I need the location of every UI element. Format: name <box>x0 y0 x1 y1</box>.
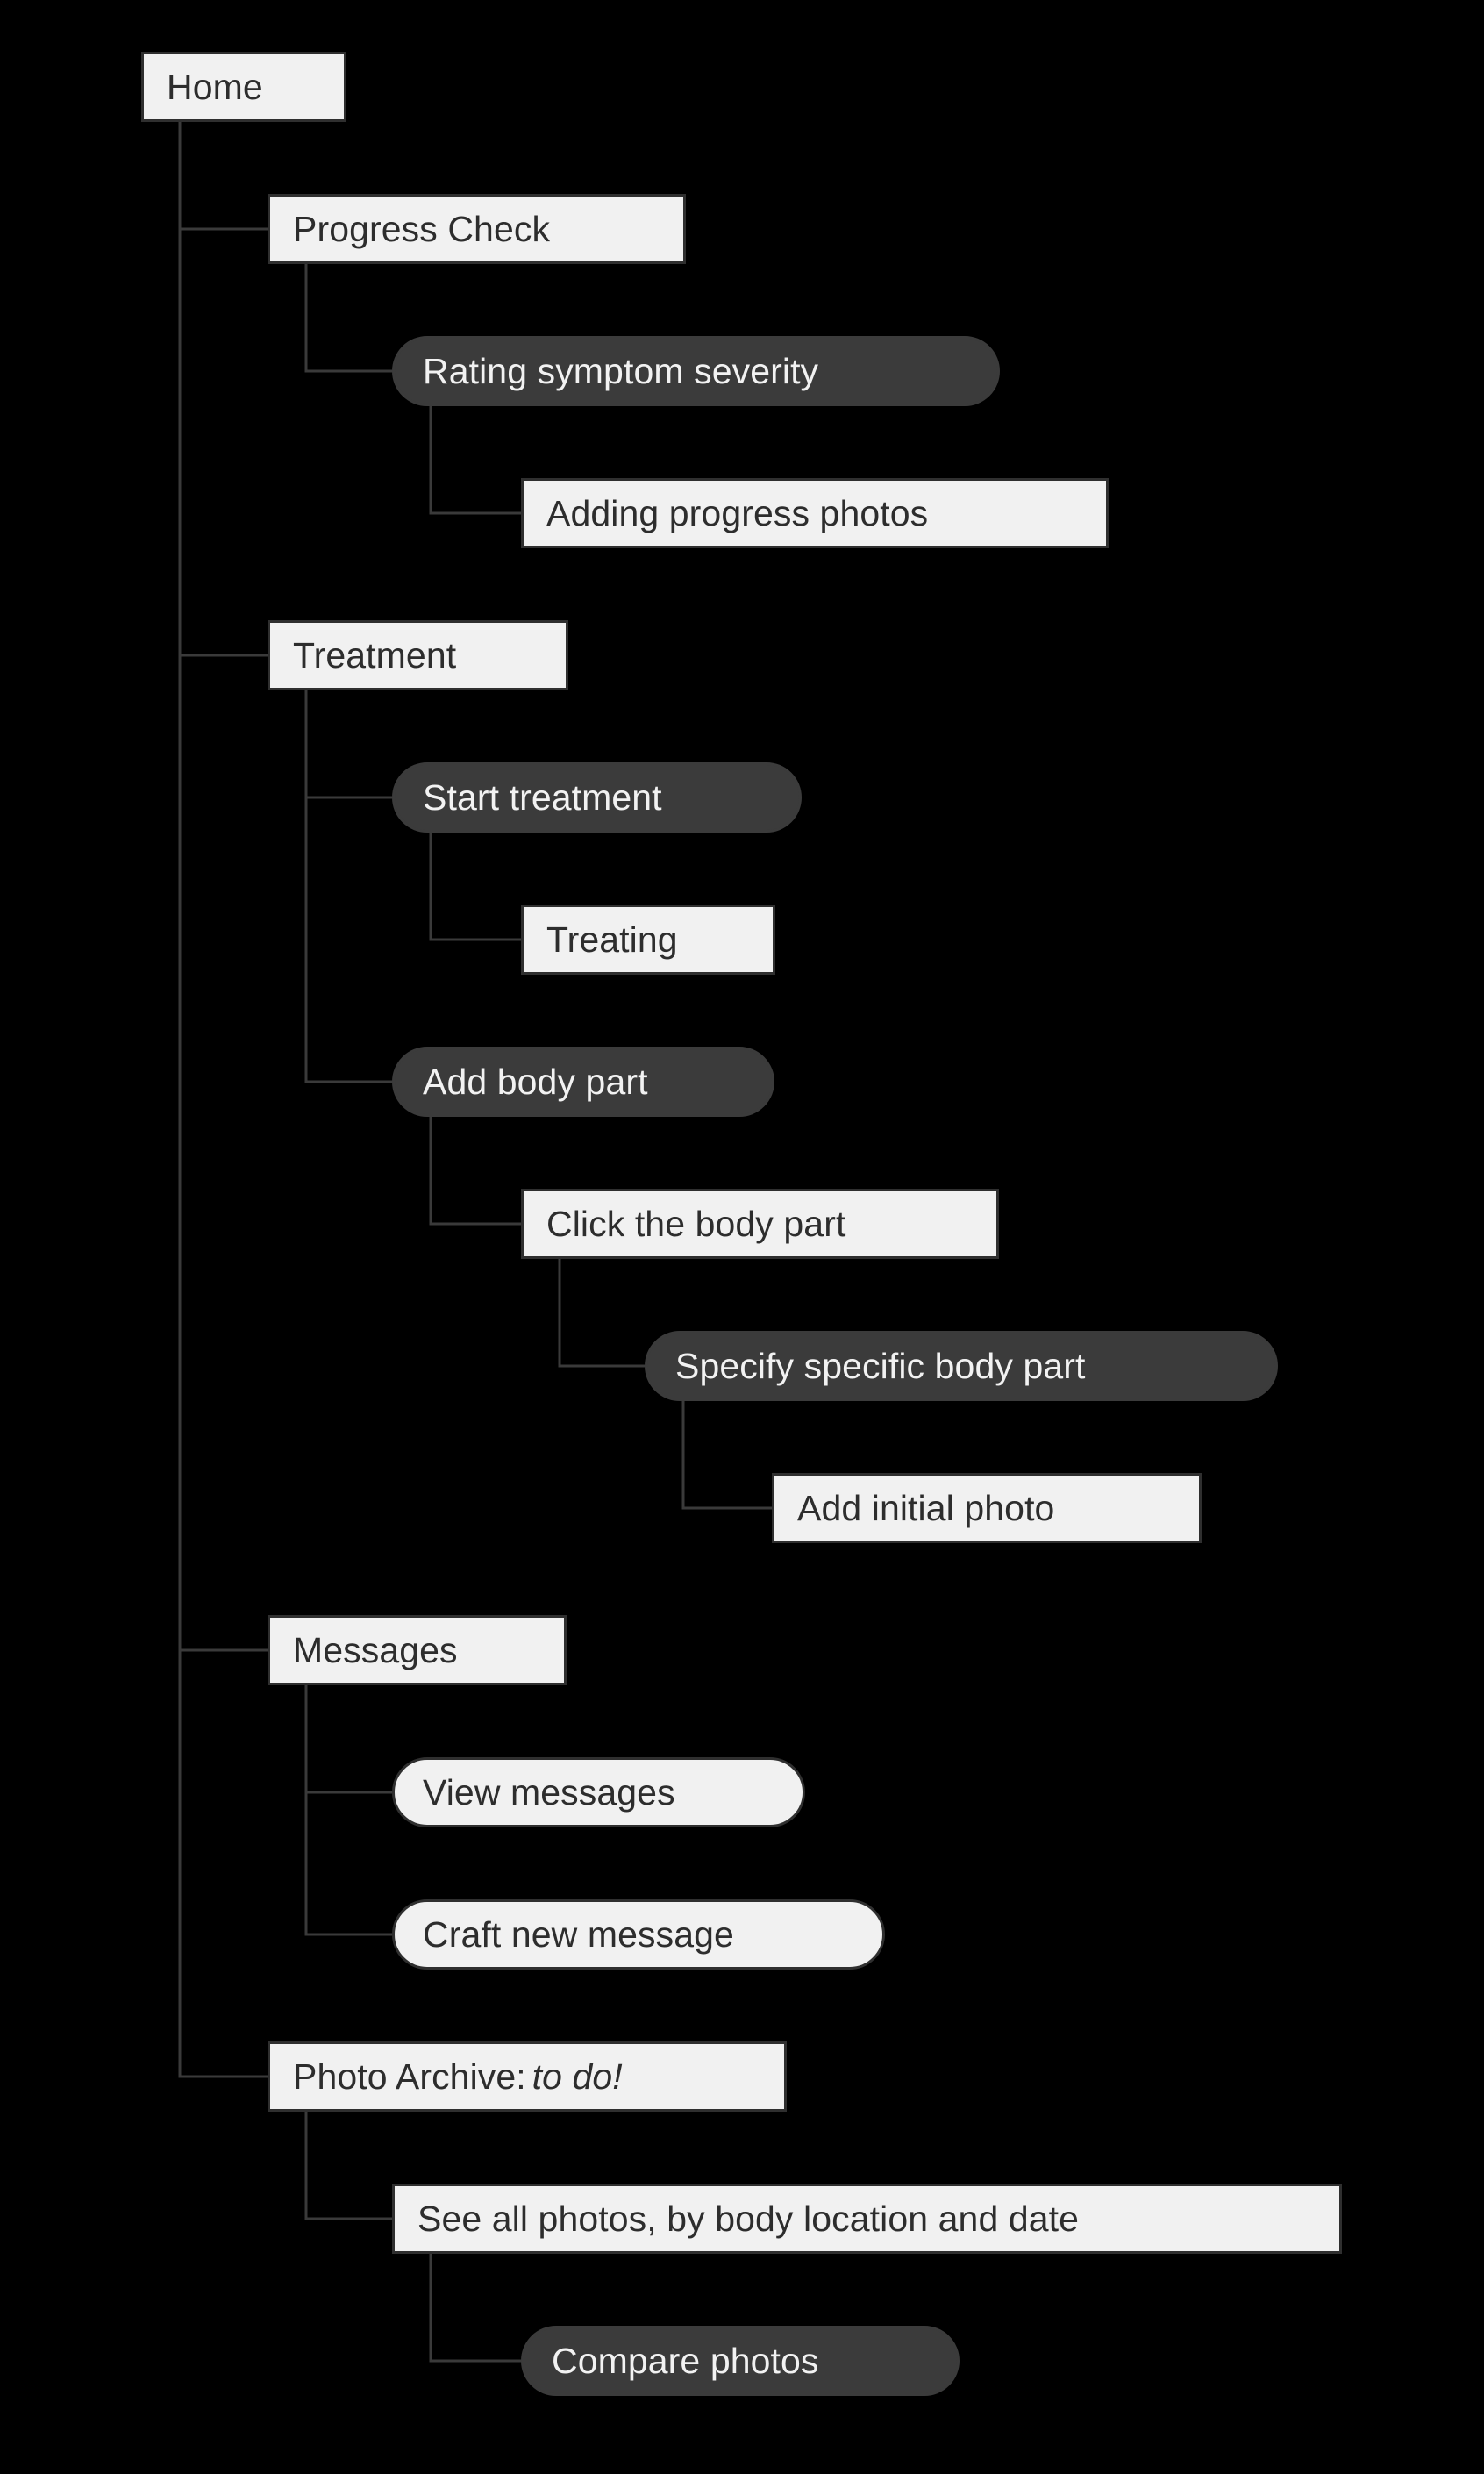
tree-node-label: View messages <box>423 1771 675 1813</box>
tree-node-label: Specify specific body part <box>675 1345 1086 1386</box>
connector-treatment-to-add-body-part <box>304 690 392 1083</box>
tree-node-label: Compare photos <box>552 2340 819 2381</box>
tree-node-photo-archive[interactable]: Photo Archive:to do! <box>268 2041 787 2112</box>
tree-node-craft-new-message[interactable]: Craft new message <box>392 1899 885 1970</box>
connector-see-all-photos-to-compare-photos <box>429 2254 521 2363</box>
tree-node-label: Start treatment <box>423 776 662 818</box>
tree-node-label: Progress Check <box>293 208 551 249</box>
tree-node-treatment[interactable]: Treatment <box>268 620 568 690</box>
connector-home-to-progress-check <box>178 122 268 231</box>
tree-node-label: Click the body part <box>546 1203 846 1244</box>
connector-specify-body-part-to-add-initial-photo <box>681 1401 772 1510</box>
tree-node-compare-photos[interactable]: Compare photos <box>521 2326 960 2396</box>
tree-node-add-initial-photo[interactable]: Add initial photo <box>772 1473 1202 1543</box>
tree-node-label: Craft new message <box>423 1913 734 1955</box>
tree-node-rating-symptom[interactable]: Rating symptom severity <box>392 336 1000 406</box>
tree-node-label: Adding progress photos <box>546 492 929 533</box>
tree-node-messages[interactable]: Messages <box>268 1615 567 1685</box>
tree-node-progress-check[interactable]: Progress Check <box>268 194 686 264</box>
connector-start-treatment-to-treating <box>429 833 521 941</box>
tree-node-label: Home <box>167 66 263 107</box>
connector-progress-check-to-rating-symptom <box>304 264 392 373</box>
connector-rating-symptom-to-adding-photos <box>429 406 521 515</box>
tree-node-label: See all photos, by body location and dat… <box>417 2198 1080 2239</box>
tree-node-label: Photo Archive: <box>293 2056 526 2097</box>
tree-node-label: Add body part <box>423 1061 648 1102</box>
tree-node-specify-body-part[interactable]: Specify specific body part <box>645 1331 1278 1401</box>
tree-node-click-body-part[interactable]: Click the body part <box>521 1189 999 1259</box>
tree-node-treating[interactable]: Treating <box>521 905 775 975</box>
tree-node-label: Add initial photo <box>797 1487 1055 1528</box>
connector-treatment-to-start-treatment <box>304 690 392 799</box>
tree-node-see-all-photos[interactable]: See all photos, by body location and dat… <box>392 2184 1342 2254</box>
tree-node-label: Treating <box>546 919 678 960</box>
connector-messages-to-craft-new-message <box>304 1685 392 1936</box>
tree-node-label: Messages <box>293 1629 458 1670</box>
tree-node-home[interactable]: Home <box>141 52 346 122</box>
connector-click-body-part-to-specify-body-part <box>558 1259 645 1368</box>
connector-home-to-treatment <box>178 122 268 657</box>
connector-home-to-photo-archive <box>178 122 268 2078</box>
tree-node-label-emphasis: to do! <box>532 2056 623 2097</box>
tree-node-view-messages[interactable]: View messages <box>392 1757 805 1827</box>
tree-node-adding-photos[interactable]: Adding progress photos <box>521 478 1109 548</box>
connector-photo-archive-to-see-all-photos <box>304 2112 392 2220</box>
tree-node-label: Rating symptom severity <box>423 350 819 391</box>
tree-node-add-body-part[interactable]: Add body part <box>392 1047 774 1117</box>
connector-add-body-part-to-click-body-part <box>429 1117 521 1226</box>
tree-node-start-treatment[interactable]: Start treatment <box>392 762 802 833</box>
connector-home-to-messages <box>178 122 268 1652</box>
connector-messages-to-view-messages <box>304 1685 392 1794</box>
tree-node-label: Treatment <box>293 634 457 676</box>
